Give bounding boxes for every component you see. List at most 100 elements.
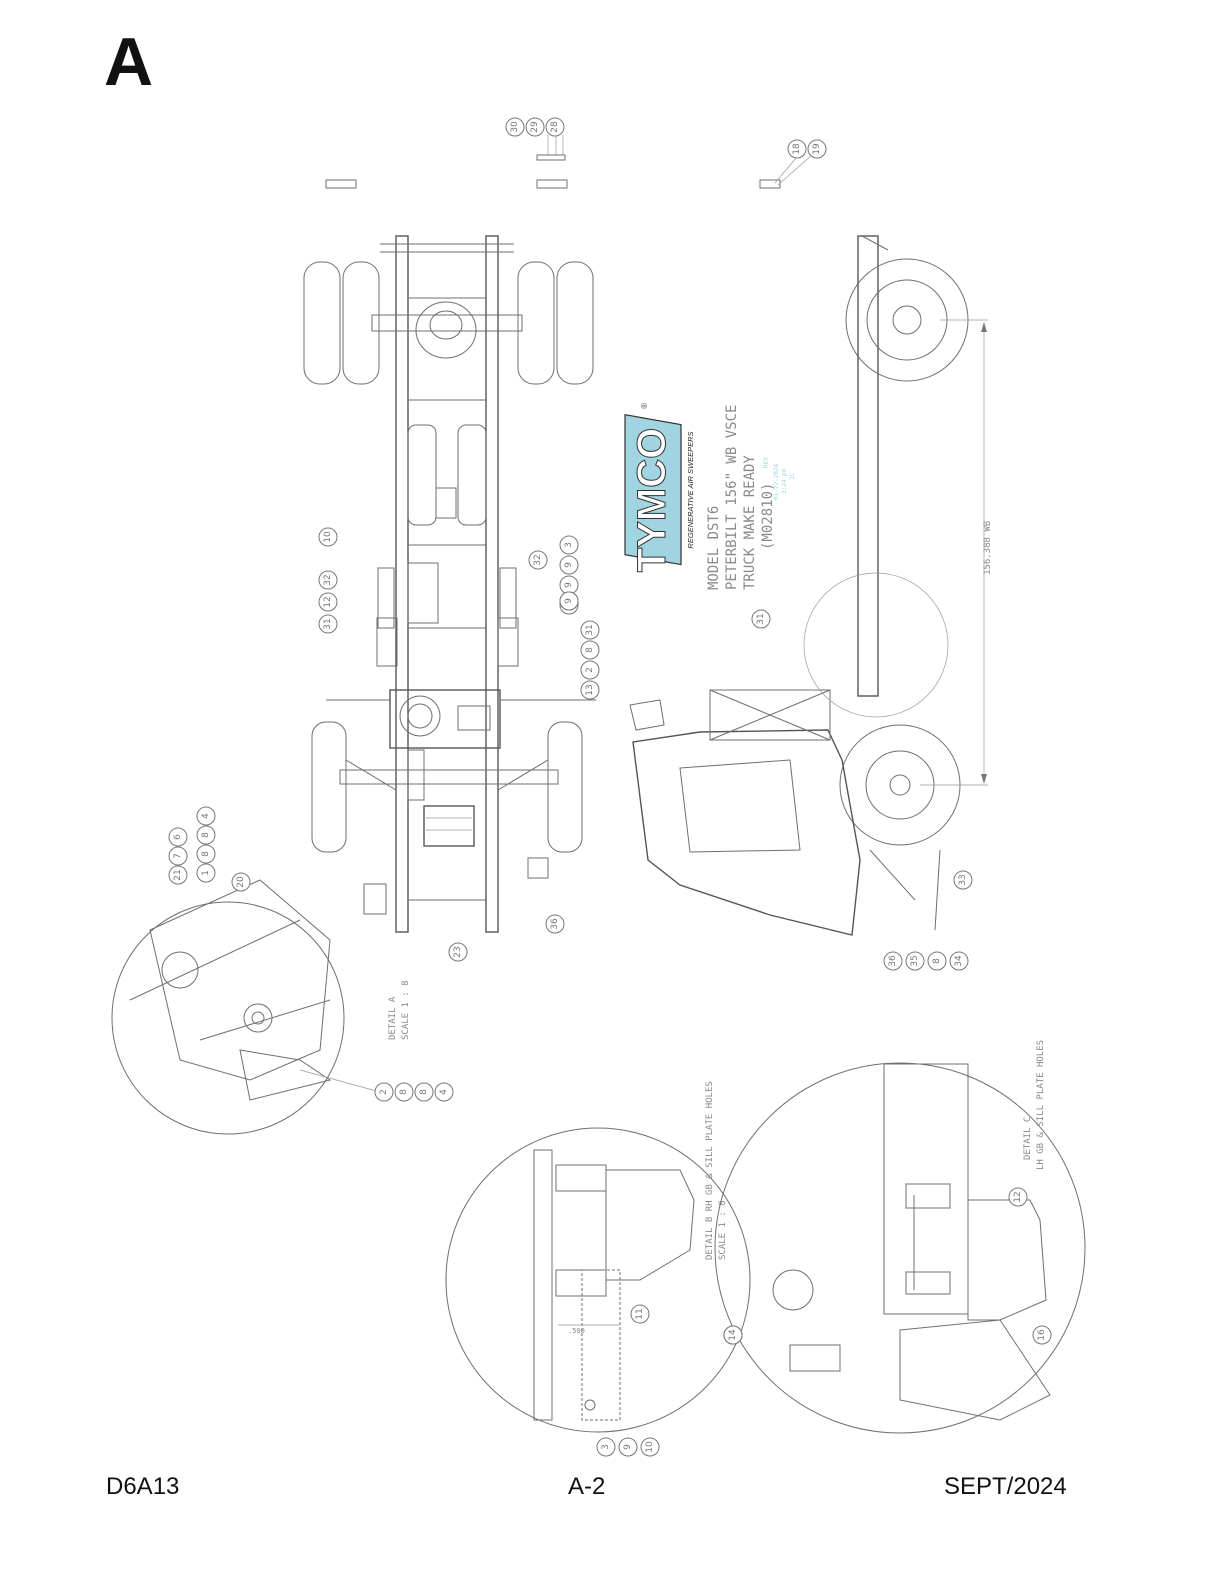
callout-number: 2 [379,1089,389,1095]
callout-balloon: 8 [196,844,216,864]
callout-number: 8 [201,851,211,857]
callout-balloon: 11 [630,1304,650,1324]
callout-number: 21 [173,869,183,880]
callout-balloon: 36 [883,951,903,971]
callout-number: 16 [1037,1329,1047,1341]
callout-number: 23 [453,946,463,957]
callout-balloon: 32 [318,570,338,590]
detail-c-title: DETAIL C [1023,1117,1033,1160]
callout-balloon: 34 [949,951,969,971]
stamp-date: 01-22-2024 [773,463,780,500]
callout-number: 34 [954,955,964,967]
wheelbase-dimension: 156.388 WB [983,521,993,575]
callout-number: 33 [958,874,968,885]
callout-number: 4 [439,1089,449,1095]
callout-balloon: 8 [580,640,600,660]
logo-brand: TYMCO [630,428,674,572]
callout-number: 9 [564,582,574,588]
callout-number: 8 [419,1089,429,1095]
title-block: MODEL DST6 PETERBILT 156" WB VSCE TRUCK … [706,405,796,590]
sheet-letter: A [104,24,154,100]
callout-balloon: 35 [905,951,925,971]
callout-number: 13 [585,684,595,695]
page-number: A-2 [568,1473,606,1500]
callout-number: 8 [932,958,942,964]
callout-balloon: 9 [618,1437,638,1457]
detail-a-view [111,879,381,1135]
detail-b-scale: SCALE 1 : 8 [718,1200,728,1260]
callout-number: 3 [601,1444,611,1450]
callout-balloon: 2 [580,660,600,680]
callout-number: 36 [550,918,560,930]
callout-balloon: 8 [196,825,216,845]
callout-number: 20 [236,876,246,888]
callout-number: 31 [323,618,333,629]
detail-b-view [445,1127,751,1433]
title-line2: PETERBILT 156" WB VSCE [724,405,740,590]
stamp-initials: JC [789,472,796,480]
stamp-time: 3:24 pm [781,468,788,494]
callout-balloon: 31 [318,614,338,634]
callout-number: 9 [564,598,574,604]
callout-balloon: 10 [640,1437,660,1457]
callout-balloon: 29 [525,117,545,137]
detail-b-title: DETAIL B RH GB & SILL PLATE HOLES [705,1081,715,1260]
stamp-rev: REV [763,457,770,468]
callout-number: 18 [792,143,802,155]
callout-number: 4 [201,813,211,819]
callout-balloon: 18 [787,139,807,159]
title-line1: MODEL DST6 [706,506,722,590]
callout-number: 30 [510,121,520,133]
callout-balloon: 33 [953,870,973,890]
callout-number: 3 [564,542,574,548]
callout-balloon: 31 [751,609,771,629]
callout-number: 9 [623,1444,633,1450]
callout-number: 7 [173,853,183,859]
callout-number: 29 [530,121,540,133]
callout-balloon: 4 [434,1082,454,1102]
callout-number: 10 [645,1441,655,1453]
callout-balloon: 32 [528,550,548,570]
callout-balloon: 2 [374,1082,394,1102]
callout-balloon: 4 [196,806,216,826]
detail-b-dimension: .500 [568,1327,585,1335]
callout-balloon: 8 [414,1082,434,1102]
callout-balloon: 12 [318,592,338,612]
chassis-side-view [629,235,988,936]
callout-number: 1 [201,870,211,876]
callout-balloon: 28 [545,117,565,137]
callout-number: 32 [323,574,333,585]
callout-balloon: 13 [580,680,600,700]
callout-balloon: 20 [231,872,251,892]
callout-number: 36 [888,955,898,967]
callout-balloon: 36 [545,914,565,934]
callout-number: 32 [533,554,543,565]
callout-balloon: 3 [596,1437,616,1457]
callout-balloon: 12 [1008,1187,1028,1207]
callout-balloon: 8 [394,1082,414,1102]
callout-balloon: 21 [168,865,188,885]
callout-balloon: 14 [723,1325,743,1345]
callout-balloon: 8 [927,951,947,971]
callout-balloon: 1 [196,863,216,883]
chassis-plan-view [303,235,596,933]
callout-number: 8 [399,1089,409,1095]
detail-a-title: DETAIL A [388,996,398,1040]
callout-number: 19 [812,143,822,155]
callout-balloon: 31 [580,620,600,640]
tymco-logo: TYMCO REGENERATIVE AIR SWEEPERS ® [624,402,695,573]
top-part-views [325,135,813,189]
callout-number: 28 [550,121,560,133]
detail-c-view [714,1062,1086,1434]
callout-number: 9 [564,562,574,568]
callout-balloon: 9 [559,591,579,611]
callout-number: 6 [173,834,183,840]
callout-number: 12 [1013,1191,1023,1202]
callout-number: 31 [756,613,766,624]
callout-balloon: 9 [559,575,579,595]
detail-a-scale: SCALE 1 : 8 [401,980,411,1040]
callout-number: 2 [585,667,595,673]
logo-tagline: REGENERATIVE AIR SWEEPERS [686,431,695,548]
callout-number: 10 [323,531,333,543]
